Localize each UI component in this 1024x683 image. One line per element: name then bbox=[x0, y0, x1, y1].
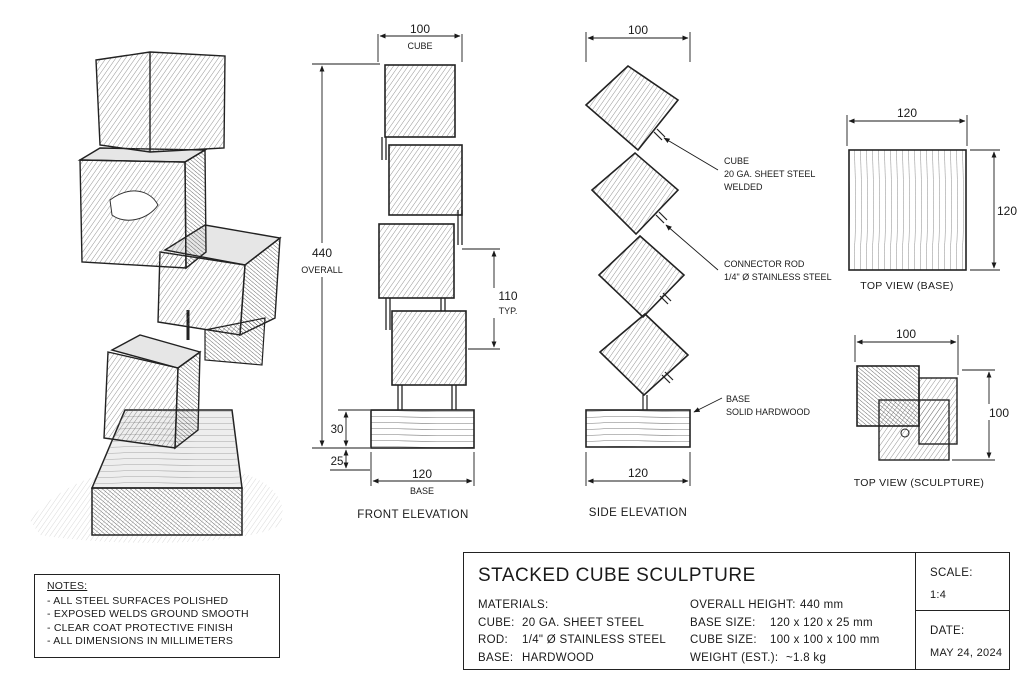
notes-box: NOTES: - ALL STEEL SURFACES POLISHED - E… bbox=[34, 574, 280, 658]
front-base-width: 120 bbox=[412, 467, 432, 481]
front-cube-3 bbox=[378, 223, 455, 299]
scale-cell: SCALE: 1:4 bbox=[916, 553, 1009, 611]
side-cube-1 bbox=[584, 64, 680, 152]
spec-key: CUBE SIZE: bbox=[690, 634, 757, 646]
spec-value: ~1.8 kg bbox=[786, 651, 827, 664]
side-cube-3 bbox=[597, 234, 686, 319]
front-elevation: 100 CUBE 440 OVERALL 110 TYP. 30 25 120 … bbox=[300, 22, 522, 521]
drawing-title: STACKED CUBE SCULPTURE bbox=[478, 565, 756, 586]
material-row: BASE: HARDWOOD bbox=[478, 650, 666, 668]
materials-list: MATERIALS: CUBE: 20 GA. SHEET STEEL ROD: 1… bbox=[478, 597, 666, 667]
top-base-width: 120 bbox=[897, 106, 917, 120]
date-value: MAY 24, 2024 bbox=[930, 647, 1003, 659]
front-base-label: BASE bbox=[410, 486, 434, 496]
spec-key: WEIGHT (EST.): bbox=[690, 651, 779, 664]
top-view-sculpture-label: TOP VIEW (SCULPTURE) bbox=[854, 477, 984, 489]
material-value: 20 GA. SHEET STEEL bbox=[522, 616, 645, 629]
callout-rod-line-2: 1/4" Ø STAINLESS STEEL bbox=[724, 272, 832, 282]
front-base bbox=[370, 409, 475, 449]
base-thickness-value: 30 bbox=[331, 424, 344, 436]
top-sculpture-depth: 100 bbox=[989, 406, 1009, 420]
front-elevation-label: FRONT ELEVATION bbox=[357, 509, 468, 521]
callout-cube-line-3: WELDED bbox=[724, 182, 763, 192]
notes-heading: NOTES: bbox=[47, 580, 88, 592]
callout-base-line-1: BASE bbox=[726, 394, 750, 404]
scale-value: 1:4 bbox=[930, 589, 947, 601]
callout-cube-line-1: CUBE bbox=[724, 156, 749, 166]
title-block: STACKED CUBE SCULPTURE MATERIALS: CUBE: 2… bbox=[463, 552, 1010, 670]
callout-cube-line-2: 20 GA. SHEET STEEL bbox=[724, 169, 815, 179]
spacing-label: TYP. bbox=[499, 306, 518, 316]
top-sculpture-width: 100 bbox=[896, 327, 916, 341]
notes-item: - ALL DIMENSIONS IN MILLIMETERS bbox=[47, 635, 234, 648]
notes-item: - CLEAR COAT PROTECTIVE FINISH bbox=[47, 621, 233, 634]
material-row: CUBE: 20 GA. SHEET STEEL bbox=[478, 615, 666, 633]
notes-item: - EXPOSED WELDS GROUND SMOOTH bbox=[47, 608, 249, 621]
front-cube-2 bbox=[388, 144, 463, 216]
side-elevation: 100 120 SIDE ELEVATION CUBE 20 GA. SHEET… bbox=[584, 23, 832, 519]
title-block-main: STACKED CUBE SCULPTURE MATERIALS: CUBE: 2… bbox=[464, 553, 916, 669]
date-label: DATE: bbox=[930, 625, 965, 637]
spec-key: BASE SIZE: bbox=[690, 616, 756, 629]
spec-value: 120 x 120 x 25 mm bbox=[770, 616, 873, 629]
material-key: ROD: bbox=[478, 634, 508, 646]
front-cube-4 bbox=[391, 310, 467, 386]
spec-row: WEIGHT (EST.): ~1.8 kg bbox=[690, 650, 880, 668]
date-cell: DATE: MAY 24, 2024 bbox=[916, 611, 1009, 669]
material-key: BASE: bbox=[478, 651, 514, 664]
overall-height-value: 440 bbox=[312, 246, 332, 260]
callout-rod-line-1: CONNECTOR ROD bbox=[724, 259, 805, 269]
front-cube-width: 100 bbox=[410, 22, 430, 36]
spec-list: OVERALL HEIGHT: 440 mm BASE SIZE: 120 x 12… bbox=[690, 597, 880, 667]
side-elevation-label: SIDE ELEVATION bbox=[589, 507, 687, 519]
side-cube-2 bbox=[590, 151, 680, 236]
front-cube-label: CUBE bbox=[407, 41, 432, 51]
top-view-base: 120 120 TOP VIEW (BASE) bbox=[846, 106, 1020, 292]
side-top-width: 100 bbox=[628, 23, 648, 37]
side-base-width: 120 bbox=[628, 466, 648, 480]
spec-row: CUBE SIZE: 100 x 100 x 100 mm bbox=[690, 632, 880, 650]
spec-row: BASE SIZE: 120 x 120 x 25 mm bbox=[690, 615, 880, 633]
side-base bbox=[585, 409, 691, 448]
front-cube-1 bbox=[384, 64, 456, 138]
top-view-sculpture: 100 100 TOP VIEW (SCULPTURE) bbox=[854, 327, 1012, 489]
material-row: ROD: 1/4" Ø STAINLESS STEEL bbox=[478, 632, 666, 650]
material-value: HARDWOOD bbox=[522, 651, 595, 664]
side-cube-4 bbox=[598, 312, 690, 397]
materials-heading: MATERIALS: bbox=[478, 599, 549, 611]
scale-label: SCALE: bbox=[930, 567, 973, 579]
spacing-value: 110 bbox=[498, 289, 517, 303]
spec-value: 100 x 100 x 100 mm bbox=[770, 634, 880, 646]
notes-item: - ALL STEEL SURFACES POLISHED bbox=[47, 594, 229, 607]
spec-value: 440 mm bbox=[800, 599, 844, 611]
bottom-offset-value: 25 bbox=[331, 456, 344, 468]
spec-key: OVERALL HEIGHT: bbox=[690, 599, 796, 611]
spec-row: OVERALL HEIGHT: 440 mm bbox=[690, 597, 880, 615]
material-value: 1/4" Ø STAINLESS STEEL bbox=[522, 634, 667, 646]
top-view-base-label: TOP VIEW (BASE) bbox=[860, 280, 953, 292]
top-base-depth: 120 bbox=[997, 204, 1017, 218]
overall-height-label: OVERALL bbox=[301, 265, 343, 275]
material-key: CUBE: bbox=[478, 616, 515, 629]
callout-base-line-2: SOLID HARDWOOD bbox=[726, 407, 811, 417]
title-block-side: SCALE: 1:4 DATE: MAY 24, 2024 bbox=[916, 553, 1009, 669]
perspective-sketch bbox=[30, 51, 283, 543]
